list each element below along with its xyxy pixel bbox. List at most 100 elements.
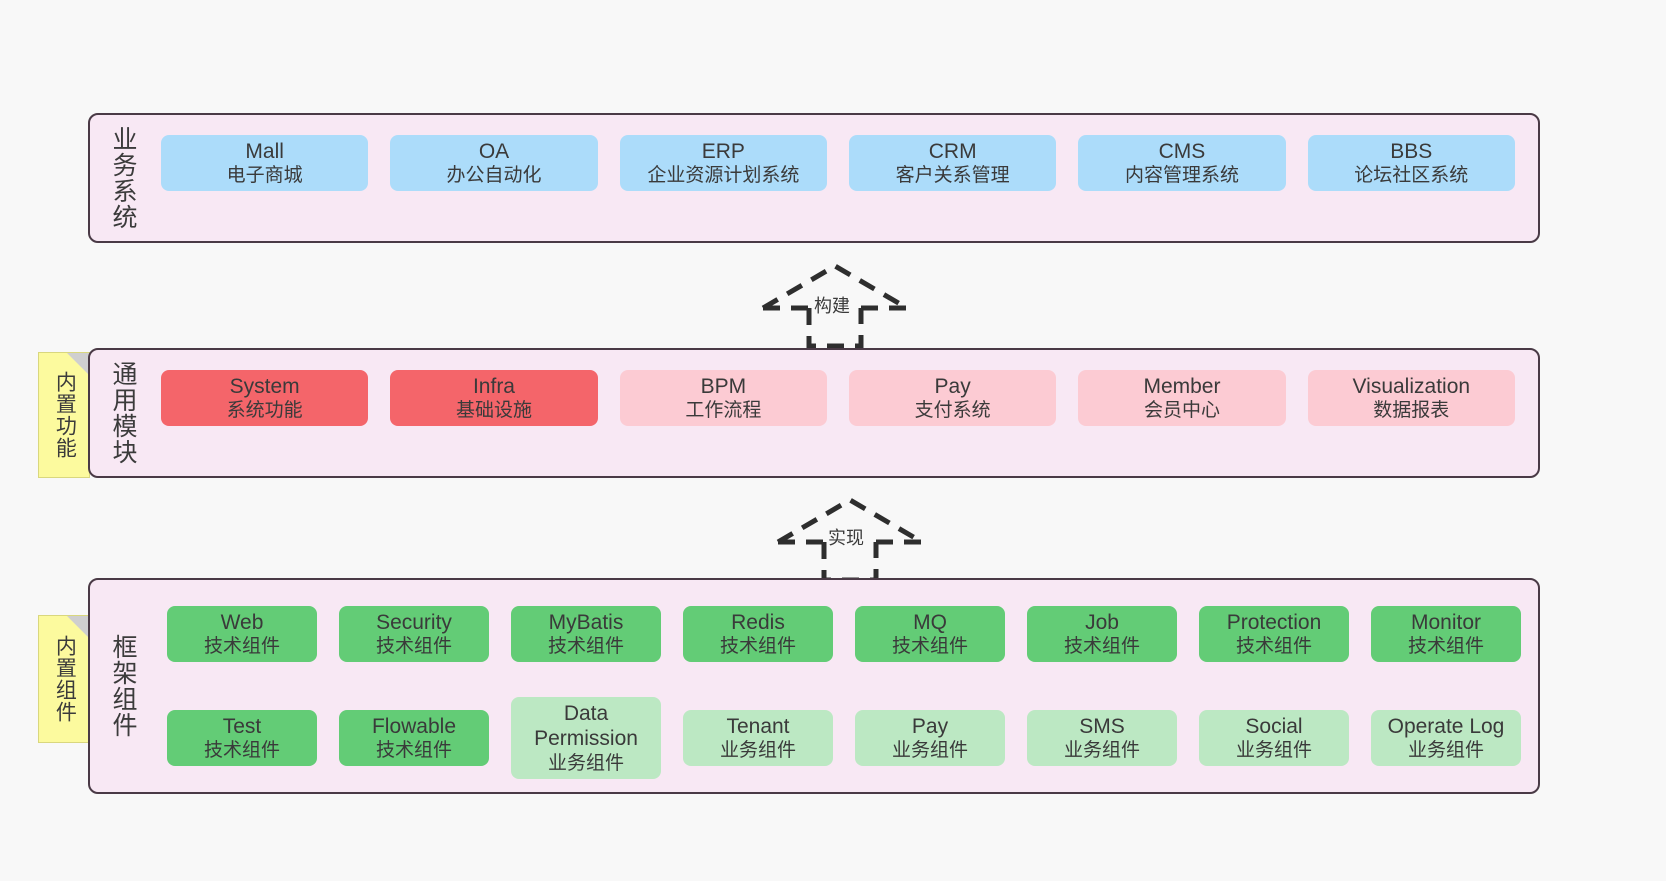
panel-framework-label: 框架组件 [109, 634, 137, 738]
panel-common-label: 通用模块 [109, 361, 137, 465]
box-title: Flowable [371, 714, 457, 738]
box-subtitle: 论坛社区系统 [1354, 165, 1469, 187]
box-subtitle: 技术组件 [375, 740, 452, 762]
connector-implement-label: 实现 [828, 528, 864, 548]
common-box-member[interactable]: Member 会员中心 [1078, 369, 1286, 427]
box-title: Web [220, 610, 264, 634]
business-box-mall[interactable]: Mall 电子商城 [161, 134, 369, 192]
framework-box-redis[interactable]: Redis 技术组件 [683, 605, 833, 663]
folded-corner-icon [67, 353, 89, 375]
box-title: MQ [913, 610, 947, 634]
framework-box-protection[interactable]: Protection 技术组件 [1199, 605, 1349, 663]
box-subtitle: 办公自动化 [446, 165, 542, 187]
box-title: Data Permission [534, 701, 638, 751]
business-box-row: Mall 电子商城 OA 办公自动化 ERP 企业资源计划系统 CRM 客户关系… [144, 125, 1526, 201]
sticky-note-builtin-components: 内置组件 [38, 615, 90, 743]
box-title: Mall [245, 139, 284, 163]
box-subtitle: 业务组件 [547, 753, 624, 775]
box-subtitle: 系统功能 [226, 400, 303, 422]
box-title: Pay [934, 374, 971, 398]
folded-corner-icon [67, 616, 89, 638]
box-title: Monitor [1410, 610, 1482, 634]
box-title: Redis [731, 610, 785, 634]
box-subtitle: 支付系统 [914, 400, 991, 422]
box-subtitle: 业务组件 [1063, 740, 1140, 762]
box-subtitle: 基础设施 [455, 400, 532, 422]
box-title: Member [1143, 374, 1221, 398]
box-title: SMS [1079, 714, 1125, 738]
framework-biz-row: Test 技术组件 Flowable 技术组件 Data Permission … [150, 694, 1532, 782]
box-title: Protection [1226, 610, 1322, 634]
framework-box-security[interactable]: Security 技术组件 [339, 605, 489, 663]
panel-framework-components: 框架组件 Web 技术组件 Security 技术组件 MyBatis 技术组件… [88, 578, 1540, 794]
sticky-note-builtin-features: 内置功能 [38, 352, 90, 478]
business-box-erp[interactable]: ERP 企业资源计划系统 [619, 134, 827, 192]
business-box-oa[interactable]: OA 办公自动化 [390, 134, 598, 192]
box-title: CRM [928, 139, 977, 163]
box-title: CMS [1158, 139, 1206, 163]
common-box-system[interactable]: System 系统功能 [161, 369, 369, 427]
box-subtitle: 技术组件 [547, 636, 624, 658]
panel-common-modules: 通用模块 System 系统功能 Infra 基础设施 BPM 工作流程 Pay… [88, 348, 1540, 478]
common-box-bpm[interactable]: BPM 工作流程 [619, 369, 827, 427]
box-title: Test [222, 714, 262, 738]
framework-box-web[interactable]: Web 技术组件 [167, 605, 317, 663]
box-title: Visualization [1352, 374, 1471, 398]
box-subtitle: 企业资源计划系统 [647, 165, 800, 187]
framework-box-operate-log[interactable]: Operate Log 业务组件 [1371, 709, 1521, 767]
framework-box-job[interactable]: Job 技术组件 [1027, 605, 1177, 663]
connector-build-label: 构建 [814, 296, 850, 316]
box-title: Security [376, 610, 452, 634]
box-subtitle: 工作流程 [685, 400, 762, 422]
box-subtitle: 业务组件 [1407, 740, 1484, 762]
box-title: BPM [700, 374, 747, 398]
box-subtitle: 客户关系管理 [895, 165, 1010, 187]
common-box-row: System 系统功能 Infra 基础设施 BPM 工作流程 Pay 支付系统… [144, 360, 1526, 436]
box-subtitle: 数据报表 [1373, 400, 1450, 422]
framework-box-sms[interactable]: SMS 业务组件 [1027, 709, 1177, 767]
box-subtitle: 技术组件 [1407, 636, 1484, 658]
box-subtitle: 技术组件 [719, 636, 796, 658]
box-subtitle: 业务组件 [891, 740, 968, 762]
box-title: Infra [472, 374, 515, 398]
box-subtitle: 业务组件 [1235, 740, 1312, 762]
common-box-visualization[interactable]: Visualization 数据报表 [1307, 369, 1515, 427]
framework-box-pay[interactable]: Pay 业务组件 [855, 709, 1005, 767]
framework-box-flowable[interactable]: Flowable 技术组件 [339, 709, 489, 767]
box-subtitle: 技术组件 [891, 636, 968, 658]
framework-box-data-permission[interactable]: Data Permission 业务组件 [511, 696, 661, 780]
box-title: System [229, 374, 300, 398]
box-subtitle: 电子商城 [226, 165, 303, 187]
box-subtitle: 内容管理系统 [1124, 165, 1239, 187]
business-box-crm[interactable]: CRM 客户关系管理 [848, 134, 1057, 192]
framework-box-tenant[interactable]: Tenant 业务组件 [683, 709, 833, 767]
box-subtitle: 技术组件 [1063, 636, 1140, 658]
box-title: OA [478, 139, 510, 163]
box-subtitle: 会员中心 [1143, 400, 1220, 422]
box-title: Job [1085, 610, 1119, 634]
box-title: MyBatis [548, 610, 624, 634]
common-box-pay[interactable]: Pay 支付系统 [848, 369, 1057, 427]
box-title: Operate Log [1387, 714, 1505, 738]
framework-box-social[interactable]: Social 业务组件 [1199, 709, 1349, 767]
box-subtitle: 技术组件 [375, 636, 452, 658]
box-title: Tenant [726, 714, 790, 738]
framework-box-monitor[interactable]: Monitor 技术组件 [1371, 605, 1521, 663]
common-box-infra[interactable]: Infra 基础设施 [390, 369, 598, 427]
framework-tech-row: Web 技术组件 Security 技术组件 MyBatis 技术组件 Redi… [150, 590, 1532, 678]
box-title: Social [1245, 714, 1303, 738]
box-subtitle: 技术组件 [1235, 636, 1312, 658]
panel-business-systems: 业务系统 Mall 电子商城 OA 办公自动化 ERP 企业资源计划系统 CRM… [88, 113, 1540, 243]
panel-business-label: 业务系统 [109, 126, 137, 230]
business-box-cms[interactable]: CMS 内容管理系统 [1078, 134, 1286, 192]
framework-stack: Web 技术组件 Security 技术组件 MyBatis 技术组件 Redi… [144, 590, 1526, 782]
sticky-note-text: 内置组件 [53, 635, 77, 723]
connector-build-arrow-icon [755, 258, 915, 350]
business-box-bbs[interactable]: BBS 论坛社区系统 [1307, 134, 1515, 192]
framework-box-mybatis[interactable]: MyBatis 技术组件 [511, 605, 661, 663]
box-subtitle: 技术组件 [203, 636, 280, 658]
framework-box-mq[interactable]: MQ 技术组件 [855, 605, 1005, 663]
box-title: ERP [701, 139, 745, 163]
box-title: BBS [1390, 139, 1433, 163]
framework-box-test[interactable]: Test 技术组件 [167, 709, 317, 767]
